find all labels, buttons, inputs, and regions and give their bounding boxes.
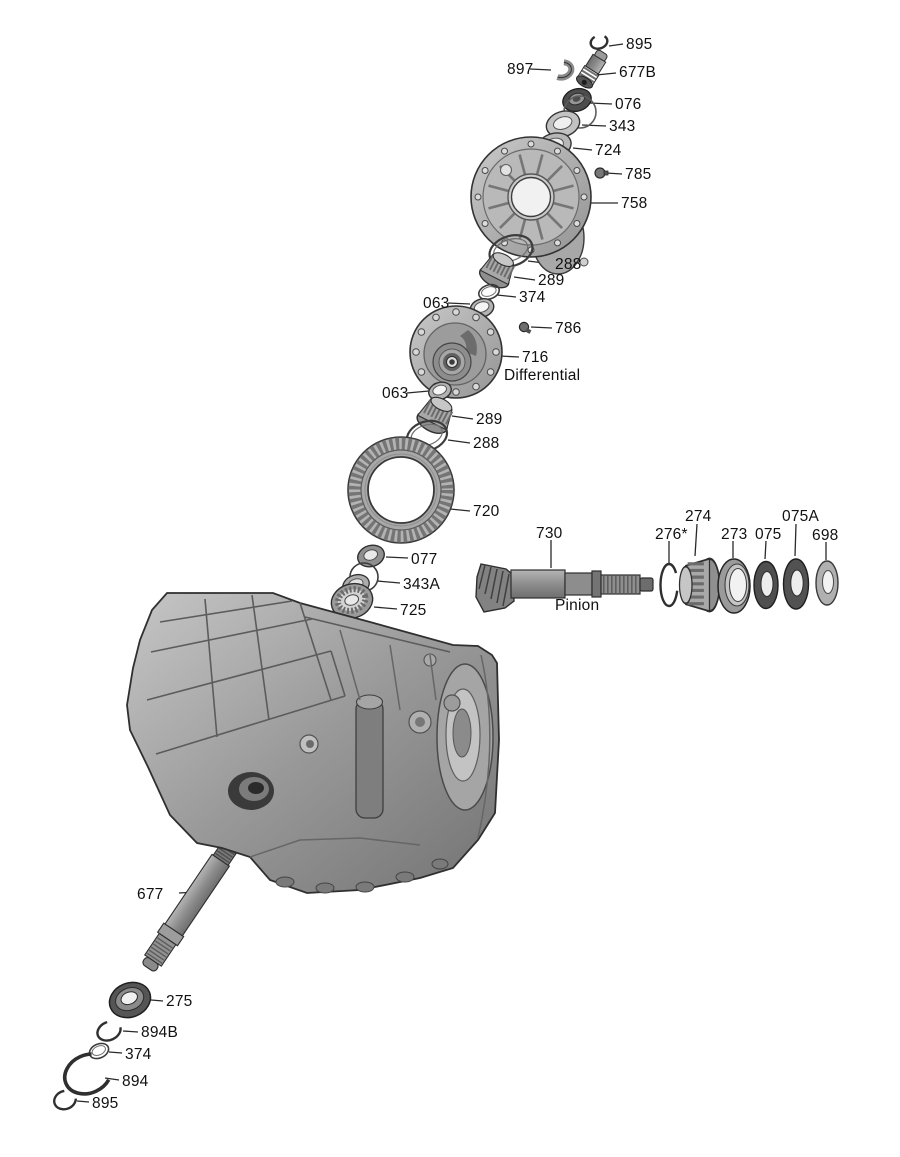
differential-716-icon	[409, 305, 503, 399]
label-063-upper: 063	[423, 295, 450, 312]
snap-ring-894B-icon	[96, 1020, 122, 1042]
c-washer-897-icon	[549, 59, 575, 81]
label-289-upper: 289	[538, 272, 565, 289]
label-289-lower: 289	[476, 411, 503, 428]
snap-ring-895-top-icon	[589, 34, 609, 50]
ring-077-icon	[357, 544, 385, 568]
label-075: 075	[755, 526, 782, 543]
label-785: 785	[625, 166, 652, 183]
seal-075A-icon	[782, 558, 810, 610]
label-076: 076	[615, 96, 642, 113]
transaxle-case-icon	[126, 592, 500, 894]
seal-075-icon	[753, 560, 779, 610]
label-275: 275	[166, 993, 193, 1010]
label-288-lower: 288	[473, 435, 500, 452]
label-differential-caption: Differential	[504, 367, 581, 384]
ring-374-lower-icon	[88, 1042, 110, 1060]
pinion-shaft-730-icon	[475, 563, 654, 613]
race-273-icon	[717, 558, 751, 614]
snap-ring-276-icon	[659, 562, 679, 608]
label-276: 276*	[655, 526, 688, 543]
label-288-upper: 288	[555, 256, 582, 273]
label-677: 677	[137, 886, 164, 903]
label-075A: 075A	[782, 508, 819, 525]
label-374-lower: 374	[125, 1046, 152, 1063]
bearing-725-icon	[330, 582, 374, 620]
label-343: 343	[609, 118, 636, 135]
housing-cover-758-icon	[470, 136, 592, 275]
label-077: 077	[411, 551, 438, 568]
label-758: 758	[621, 195, 648, 212]
label-pinion-caption: Pinion	[555, 597, 600, 614]
seal-076-icon	[562, 87, 592, 113]
bearing-289-lower-icon	[414, 392, 459, 438]
seal-275-icon	[108, 981, 152, 1019]
label-273: 273	[721, 526, 748, 543]
label-374-upper: 374	[519, 289, 546, 306]
label-724: 724	[595, 142, 622, 159]
label-894B: 894B	[141, 1024, 178, 1041]
label-274: 274	[685, 508, 712, 525]
label-895-bottom: 895	[92, 1095, 119, 1112]
label-720: 720	[473, 503, 500, 520]
ring-374-upper-icon	[477, 283, 501, 301]
label-725: 725	[400, 602, 427, 619]
shaft-677B-icon	[576, 49, 608, 89]
label-063-lower: 063	[382, 385, 409, 402]
label-895-top: 895	[626, 36, 653, 53]
ring-063-lower-icon	[428, 381, 452, 401]
label-897: 897	[507, 61, 534, 78]
bearing-274-icon	[680, 559, 720, 612]
label-894: 894	[122, 1073, 149, 1090]
bolt-786-icon	[518, 321, 532, 334]
label-698: 698	[812, 527, 839, 544]
label-343A: 343A	[403, 576, 440, 593]
bearing-ring-343-icon	[545, 95, 597, 138]
label-716: 716	[522, 349, 549, 366]
washer-698-icon	[815, 560, 839, 606]
snap-ring-894-icon	[62, 1052, 114, 1096]
label-730: 730	[536, 525, 563, 542]
shaft-677-icon	[142, 842, 237, 972]
ring-gear-720-icon	[347, 436, 455, 544]
label-677B: 677B	[619, 64, 656, 81]
snap-ring-895-bottom-icon	[53, 1089, 77, 1111]
label-786: 786	[555, 320, 582, 337]
bolt-785-icon	[594, 167, 609, 179]
